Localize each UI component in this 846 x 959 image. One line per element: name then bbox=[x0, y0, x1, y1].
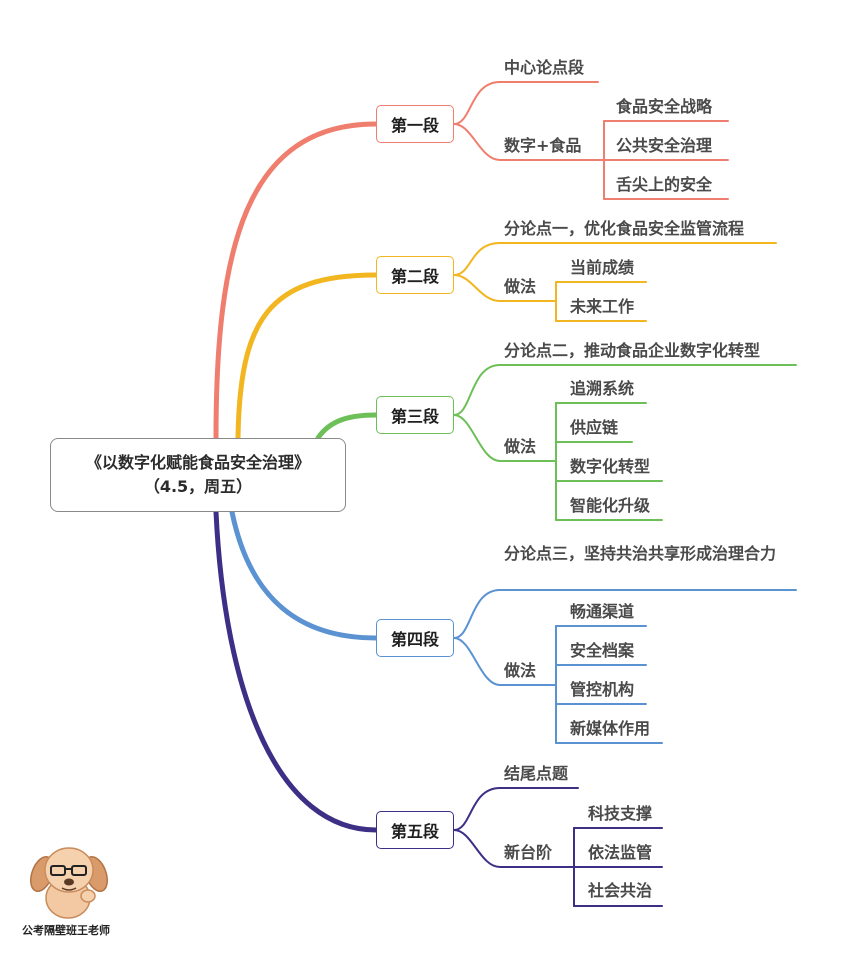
point-label: 结尾点题 bbox=[504, 764, 569, 783]
point-label: 中心论点段 bbox=[504, 58, 585, 77]
section-label: 第一段 bbox=[390, 116, 439, 135]
section-label: 第五段 bbox=[390, 822, 439, 841]
leaf-label: 食品安全战略 bbox=[616, 97, 713, 116]
section-node-2[interactable]: 第二段 bbox=[376, 256, 454, 294]
trunk-line-1 bbox=[213, 121, 379, 441]
branch-line bbox=[453, 829, 575, 868]
branch-label: 做法 bbox=[504, 661, 537, 680]
section-node-3[interactable]: 第三段 bbox=[376, 396, 454, 434]
branch-line bbox=[453, 589, 797, 639]
leaf-label: 追溯系统 bbox=[570, 379, 635, 398]
leaf-label: 供应链 bbox=[570, 418, 619, 437]
section-node-4[interactable]: 第四段 bbox=[376, 619, 454, 657]
branch-label: 数字+食品 bbox=[504, 136, 582, 155]
dog-mascot-logo bbox=[30, 847, 108, 919]
root-title: 《以数字化赋能食品安全治理》 bbox=[85, 453, 310, 472]
root-node[interactable]: 《以数字化赋能食品安全治理》 （4.5，周五） bbox=[50, 438, 346, 512]
leaf-label: 未来工作 bbox=[570, 297, 635, 316]
leaf-label: 畅通渠道 bbox=[570, 602, 635, 621]
point-label: 分论点三，坚持共治共享形成治理合力 bbox=[504, 544, 777, 563]
trunk-line-2 bbox=[235, 272, 379, 441]
section-node-1[interactable]: 第一段 bbox=[376, 105, 454, 143]
branch-line bbox=[453, 787, 579, 831]
branch-line bbox=[453, 274, 557, 302]
leaf-label: 管控机构 bbox=[570, 680, 635, 699]
branch-label: 新台阶 bbox=[504, 843, 553, 862]
point-label: 分论点一，优化食品安全监管流程 bbox=[504, 219, 745, 238]
leaf-label: 舌尖上的安全 bbox=[616, 175, 713, 194]
branch-line bbox=[453, 637, 557, 686]
branch-line bbox=[453, 123, 605, 161]
leaf-label: 科技支撑 bbox=[588, 804, 653, 823]
leaf-label: 公共安全治理 bbox=[616, 136, 713, 155]
branch-line bbox=[453, 364, 797, 416]
section-label: 第二段 bbox=[390, 267, 439, 286]
watermark-text: 公考隔壁班王老师 bbox=[22, 924, 110, 937]
section-label: 第四段 bbox=[390, 630, 439, 649]
leaf-label: 智能化升级 bbox=[570, 496, 651, 515]
leaf-label: 当前成绩 bbox=[570, 258, 635, 277]
trunk-line-5 bbox=[213, 509, 379, 833]
trunk-line-3 bbox=[315, 412, 379, 441]
leaf-label: 新媒体作用 bbox=[570, 719, 651, 738]
branch-label: 做法 bbox=[504, 437, 537, 456]
root-subtitle: （4.5，周五） bbox=[143, 477, 253, 496]
section-label: 第三段 bbox=[390, 407, 439, 426]
trunk-line-4 bbox=[229, 509, 379, 641]
point-label: 分论点二，推动食品企业数字化转型 bbox=[504, 341, 761, 360]
section-node-5[interactable]: 第五段 bbox=[376, 811, 454, 849]
leaf-label: 社会共治 bbox=[588, 881, 653, 900]
leaf-label: 数字化转型 bbox=[570, 457, 651, 476]
branch-line bbox=[453, 242, 777, 276]
branch-line bbox=[453, 414, 557, 462]
branch-line bbox=[453, 81, 599, 125]
branch-label: 做法 bbox=[504, 277, 537, 296]
leaf-label: 依法监管 bbox=[588, 843, 653, 862]
leaf-label: 安全档案 bbox=[570, 641, 635, 660]
